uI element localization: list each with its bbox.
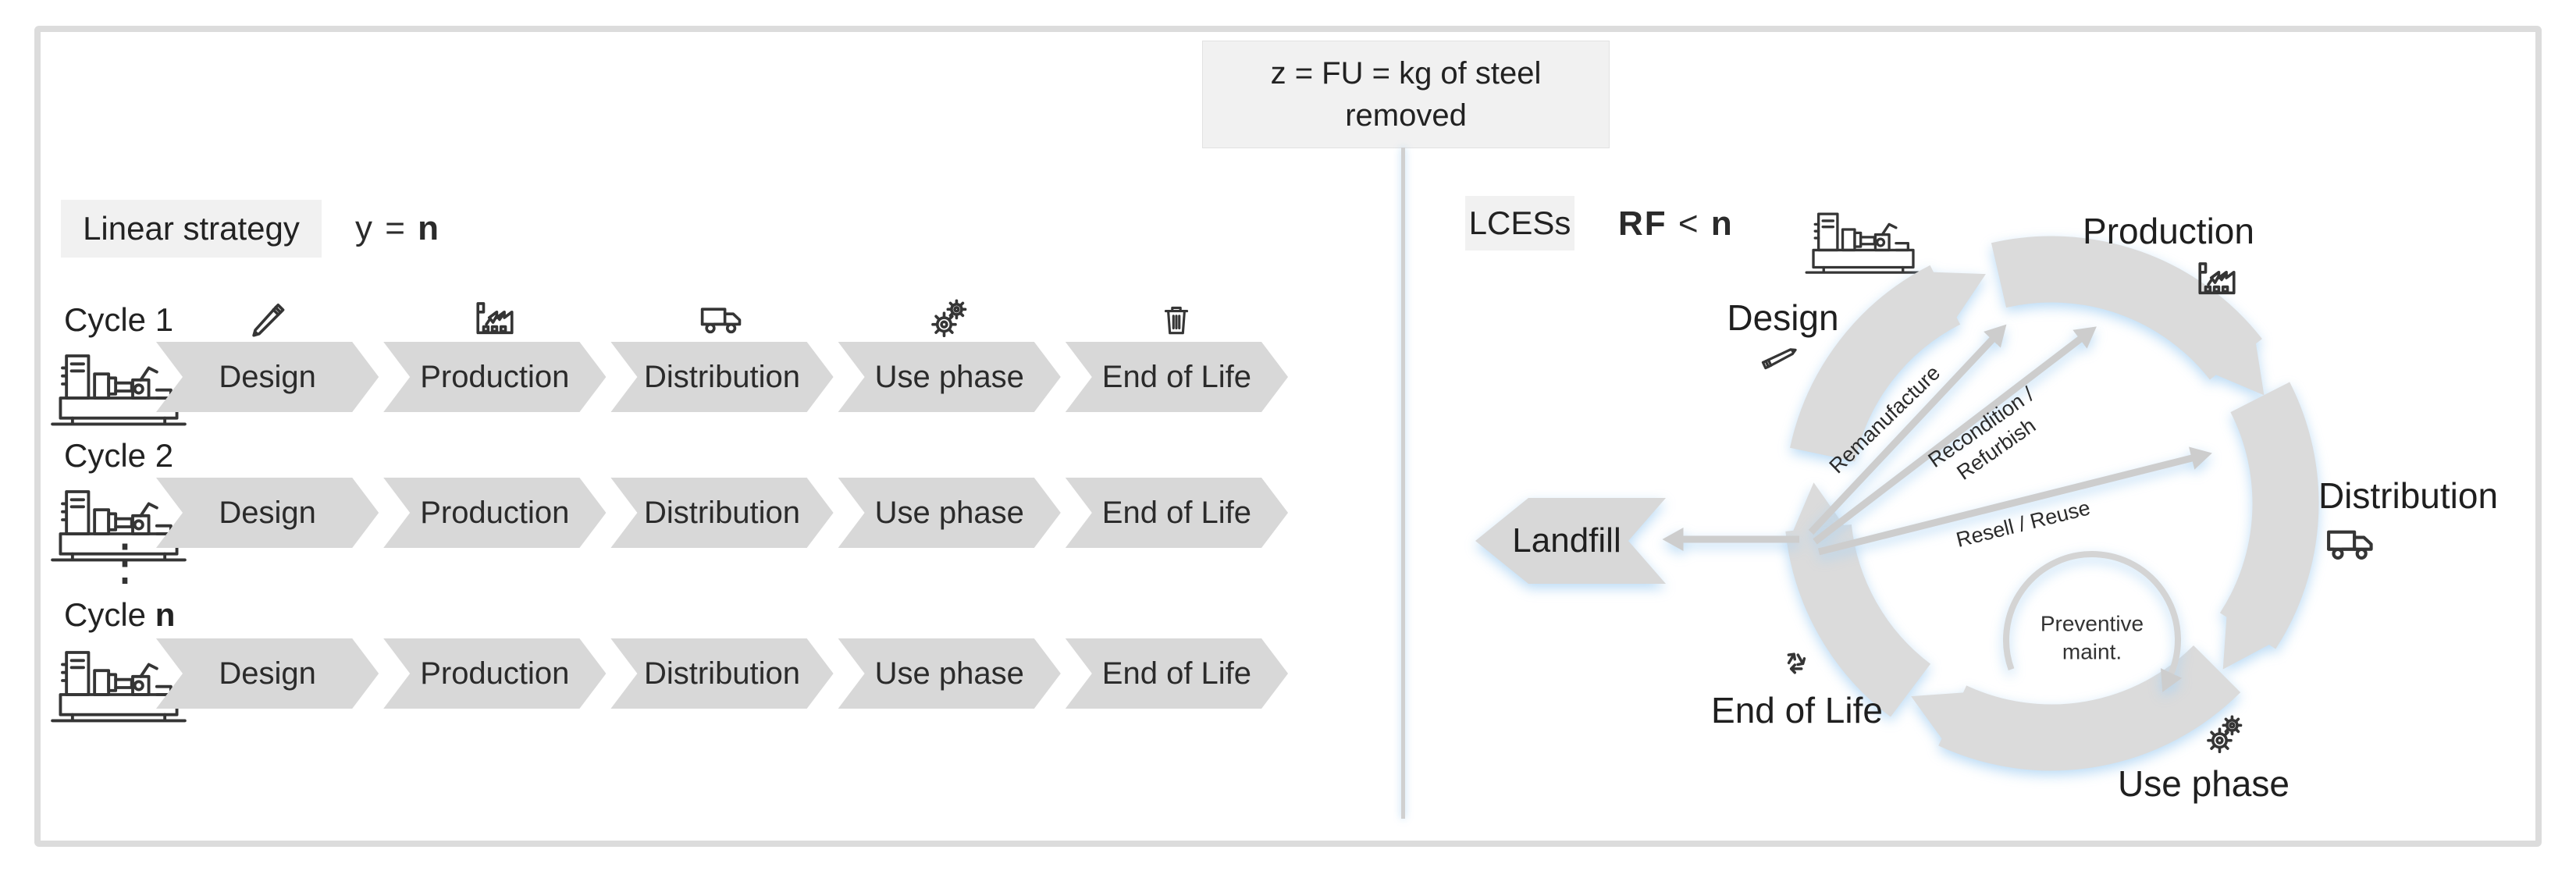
phase-chevron-end-of-life: End of Life — [1066, 478, 1288, 548]
phase-chevron-end-of-life: End of Life — [1066, 638, 1288, 709]
cycle-prefix: Cycle — [64, 301, 147, 338]
truck-icon — [699, 295, 745, 340]
preventive-maintenance-label: Preventive maint. — [2040, 611, 2144, 664]
truck-icon — [2325, 516, 2377, 567]
gears-icon — [927, 295, 972, 340]
functional-unit-text: z = FU = kg of steel removed — [1270, 56, 1542, 133]
linear-strategy-tag: Linear strategy — [61, 200, 322, 258]
landfill-label: Landfill — [1512, 521, 1621, 560]
panel-divider — [1401, 148, 1405, 819]
linear-strategy-label: Linear strategy — [83, 210, 300, 247]
equation-lhs: RF — [1618, 204, 1667, 243]
ring-label-design: Design — [1727, 297, 1839, 338]
ring-label-end-of-life: End of Life — [1711, 690, 1883, 731]
phase-chevron-production: Production — [383, 638, 606, 709]
cycle-1-phase-arrows: Design Production Distribution Use phase… — [156, 342, 1288, 412]
phase-chevron-design: Design — [156, 342, 379, 412]
phase-chevron-design: Design — [156, 638, 379, 709]
factory-icon — [472, 295, 518, 340]
trash-icon — [1157, 300, 1196, 339]
ring-segment-use-phase — [1911, 645, 2241, 771]
ring-label-use-phase: Use phase — [2118, 763, 2290, 804]
resell-arrow — [1817, 446, 2212, 556]
equation-lhs: y — [355, 209, 374, 247]
cycles-ellipsis: ⋮ — [100, 534, 150, 590]
linear-equation: y = n — [355, 209, 440, 248]
phase-chevron-distribution: Distribution — [610, 638, 833, 709]
gears-icon — [2202, 711, 2247, 756]
phase-chevron-production: Production — [383, 342, 606, 412]
cycle-suffix: 2 — [155, 437, 174, 474]
ring-segment-distribution — [2219, 382, 2319, 670]
cycle-n-label: Cycle n — [64, 596, 175, 634]
phase-chevron-production: Production — [383, 478, 606, 548]
recycle-icon — [1774, 640, 1817, 684]
equation-rhs: n — [1710, 204, 1734, 243]
factory-icon — [2194, 255, 2240, 300]
cycle-prefix: Cycle — [64, 596, 147, 633]
cycle-suffix: 1 — [155, 301, 174, 338]
phase-chevron-use-phase: Use phase — [838, 342, 1061, 412]
cycle-1-label: Cycle 1 — [64, 301, 173, 339]
landfill-chevron — [1475, 498, 1666, 584]
ring-segment-production — [1991, 236, 2265, 396]
ring-label-distribution: Distribution — [2318, 475, 2499, 516]
cycle-suffix: n — [155, 596, 176, 633]
cycle-2-label: Cycle 2 — [64, 437, 173, 475]
functional-unit-box: z = FU = kg of steel removed — [1202, 41, 1610, 148]
phase-chevron-use-phase: Use phase — [838, 478, 1061, 548]
equation-op: < — [1678, 204, 1700, 243]
lcess-tag: LCESs — [1465, 196, 1574, 251]
phase-chevron-distribution: Distribution — [610, 478, 833, 548]
cycle-prefix: Cycle — [64, 437, 147, 474]
cycle-n-phase-arrows: Design Production Distribution Use phase… — [156, 638, 1288, 709]
phase-chevron-end-of-life: End of Life — [1066, 342, 1288, 412]
equation-rhs: n — [418, 209, 441, 247]
lcess-label: LCESs — [1468, 204, 1571, 241]
remanufacture-arrow — [1808, 324, 2007, 535]
ring-segment-design — [1790, 265, 1986, 463]
phase-chevron-design: Design — [156, 478, 379, 548]
phase-chevron-use-phase: Use phase — [838, 638, 1061, 709]
recondition-arrow — [1813, 326, 2097, 545]
preventive-maintenance-loop-arrow — [2003, 551, 2183, 692]
pencil-icon — [245, 295, 290, 340]
lcess-equation: RF < n — [1618, 204, 1734, 244]
ring-label-production: Production — [2083, 211, 2254, 251]
ring-segment-end-of-life — [1785, 482, 1931, 717]
equation-op: = — [385, 209, 407, 247]
cycle-2-phase-arrows: Design Production Distribution Use phase… — [156, 478, 1288, 548]
phase-chevron-distribution: Distribution — [610, 342, 833, 412]
lifecycle-ring — [1475, 236, 2319, 771]
